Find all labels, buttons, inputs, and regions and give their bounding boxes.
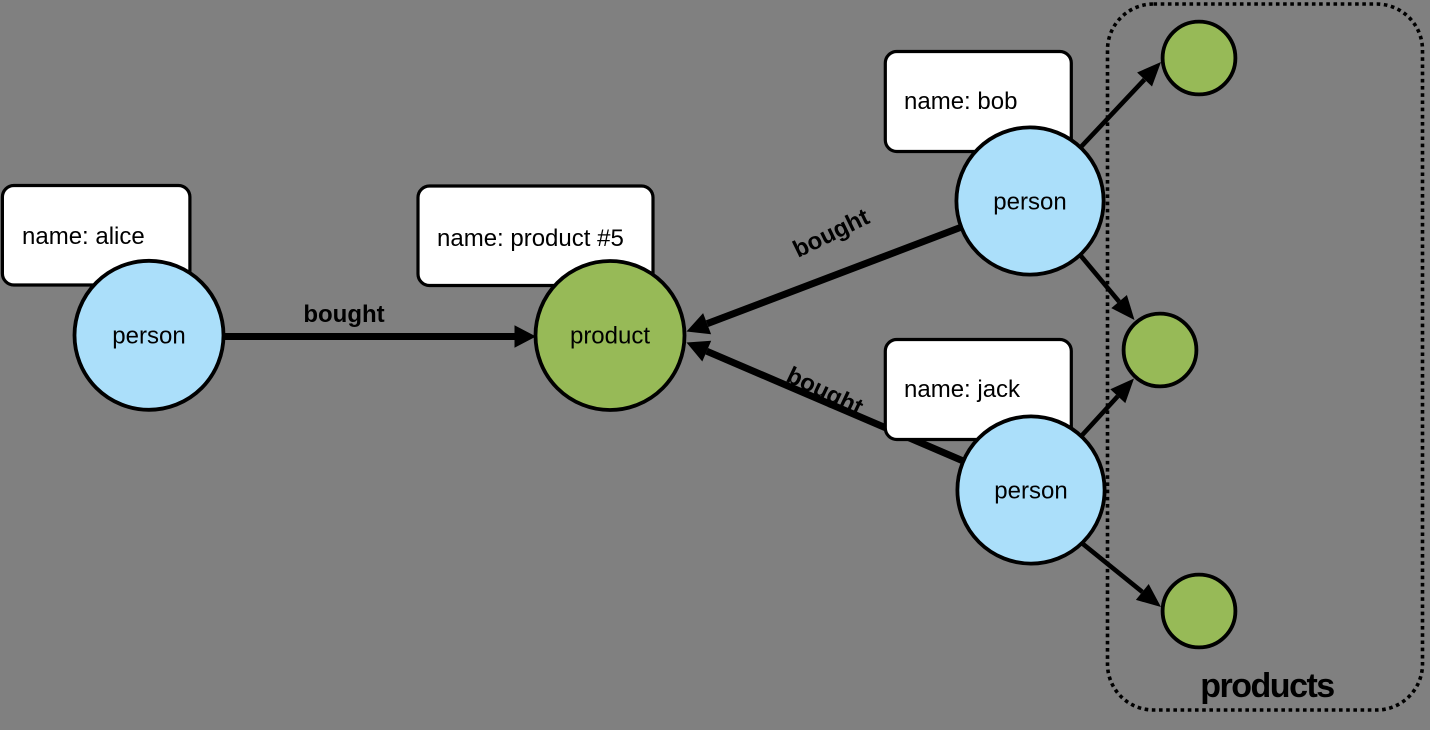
svg-text:name: product #5: name: product #5 (437, 225, 624, 252)
svg-text:products: products (1200, 667, 1334, 705)
svg-text:bought: bought (303, 301, 384, 328)
svg-text:person: person (993, 189, 1066, 216)
svg-text:name: jack: name: jack (904, 376, 1021, 403)
svg-text:person: person (112, 323, 185, 350)
svg-text:name: bob: name: bob (904, 88, 1017, 115)
svg-text:person: person (994, 478, 1067, 505)
svg-text:name: alice: name: alice (22, 223, 145, 250)
svg-text:product: product (570, 323, 650, 350)
